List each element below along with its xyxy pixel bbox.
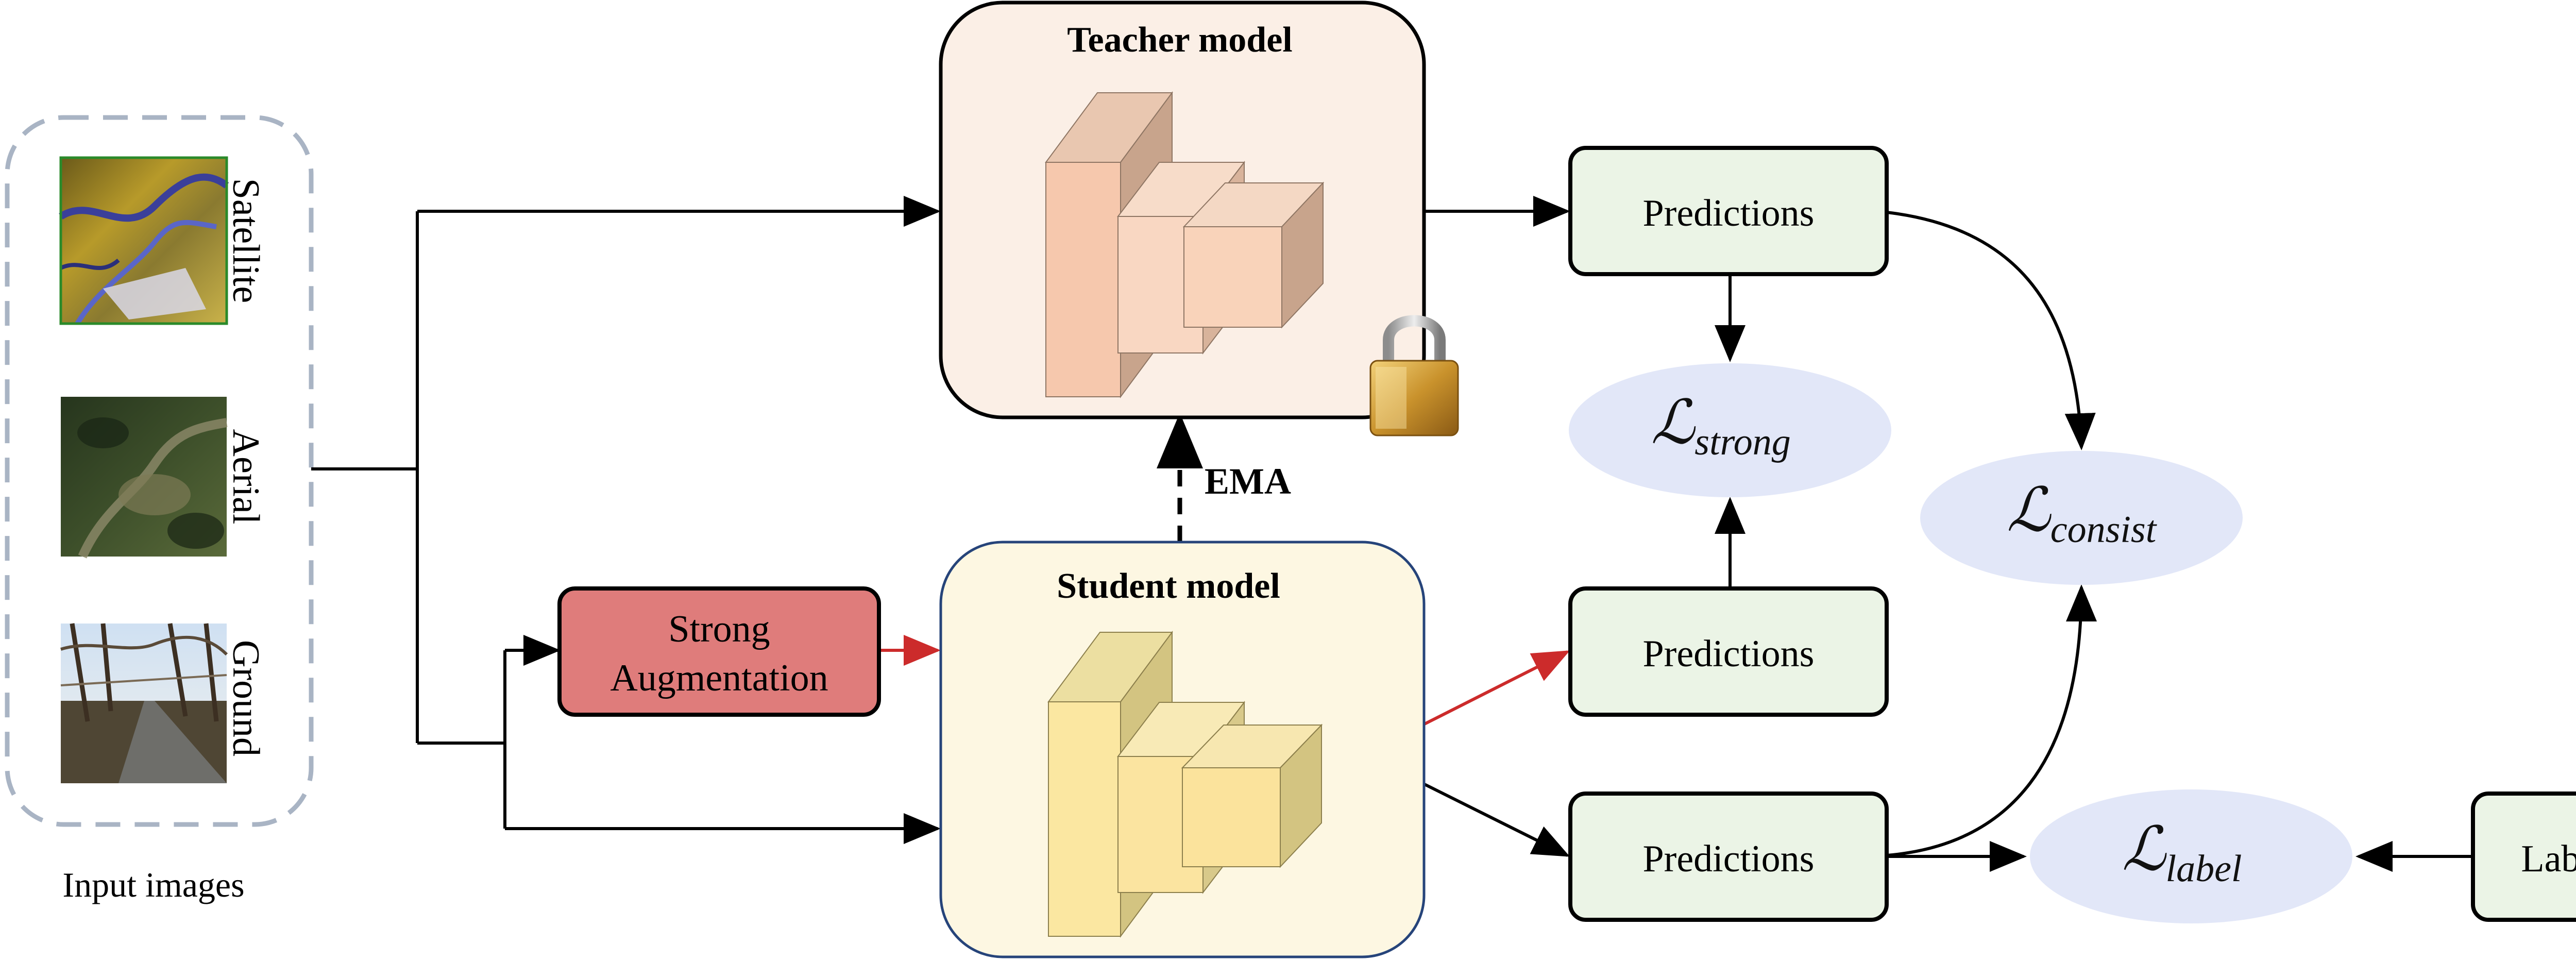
student-network-blocks xyxy=(1047,630,1323,938)
svg-text:ℒconsist: ℒconsist xyxy=(2007,477,2158,551)
loss-label-subscript: label xyxy=(2166,848,2242,890)
svg-text:ℒlabel: ℒlabel xyxy=(2122,816,2242,890)
teacher-model-title: Teacher model xyxy=(1067,20,1292,60)
student-predictions-label: Predictions xyxy=(1643,838,1815,880)
loss-consist-subscript: consist xyxy=(2050,509,2158,551)
ground-label: Ground xyxy=(225,640,267,756)
loss-strong: ℒstrong xyxy=(1569,363,1891,497)
aerial-label: Aerial xyxy=(225,429,267,525)
satellite-image xyxy=(59,156,229,325)
satellite-label: Satellite xyxy=(225,178,267,304)
input-panel-border xyxy=(5,115,314,827)
teacher-network-blocks xyxy=(1045,91,1325,399)
input-images-panel: Satellite Aerial Ground xyxy=(5,115,314,827)
teacher-predictions-box: Predictions xyxy=(1568,146,1889,276)
loss-strong-symbol: ℒ xyxy=(1651,389,1696,457)
svg-text:ℒstrong: ℒstrong xyxy=(1651,389,1790,463)
teacher-predictions-label: Predictions xyxy=(1643,192,1815,234)
lock-icon xyxy=(1369,315,1459,436)
augmentation-label-line2: Augmentation xyxy=(610,657,828,699)
aerial-image xyxy=(61,397,228,559)
student-predictions-box: Predictions xyxy=(1568,791,1889,922)
ground-image xyxy=(60,623,228,783)
connectors xyxy=(311,196,2472,872)
labels-box: Labels xyxy=(2471,791,2576,922)
loss-consist-symbol: ℒ xyxy=(2007,477,2052,544)
loss-label: ℒlabel xyxy=(2030,789,2352,923)
augmentation-label-line1: Strong xyxy=(668,608,770,650)
strong-augmentation-box: Strong Augmentation xyxy=(557,586,881,717)
student-model-title: Student model xyxy=(1057,566,1280,606)
loss-label-symbol: ℒ xyxy=(2122,816,2167,883)
input-images-caption: Input images xyxy=(62,865,244,904)
labels-box-label: Labels xyxy=(2521,838,2576,880)
red-connectors xyxy=(879,635,1570,726)
strong-student-predictions-label: Predictions xyxy=(1643,633,1815,675)
teacher-model-box: Teacher model xyxy=(939,1,1459,436)
ema-label: EMA xyxy=(1205,461,1291,502)
strong-student-predictions-box: Predictions xyxy=(1568,586,1889,717)
student-model-box: Student model xyxy=(939,541,1426,958)
loss-strong-subscript: strong xyxy=(1694,421,1790,463)
loss-consist: ℒconsist xyxy=(1920,451,2243,585)
